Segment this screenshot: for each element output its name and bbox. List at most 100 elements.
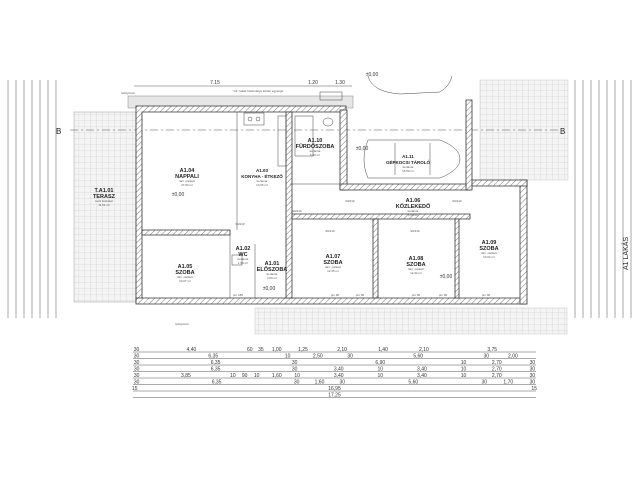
front-paving bbox=[254, 307, 568, 335]
dimension-value: 90 bbox=[242, 373, 248, 379]
dimension-value: 4,40 bbox=[187, 347, 197, 353]
dimension-value: 3,40 bbox=[334, 373, 344, 379]
dimension-value: 30 bbox=[530, 373, 536, 379]
gutter-label-bottom: lefolyócső bbox=[175, 322, 189, 326]
dimension-value: 35 bbox=[258, 347, 264, 353]
dimension-value: 3,40 bbox=[334, 367, 344, 373]
room-area: 5,90 m² bbox=[310, 153, 320, 157]
room-area: 11,51 m² bbox=[98, 203, 110, 207]
dimension-value: 6,35 bbox=[208, 354, 218, 360]
dimension-value: 10 bbox=[254, 373, 260, 379]
room-id: A1.04 bbox=[180, 168, 196, 174]
room-floor: lam. parkett bbox=[408, 267, 424, 271]
dimension-value: 6,35 bbox=[212, 380, 222, 386]
dimension-value: 1,25 bbox=[298, 347, 308, 353]
dimension-value: 6,90 bbox=[375, 360, 385, 366]
room-floor: lam. parkett bbox=[481, 251, 497, 255]
room-area: 5,56 m² bbox=[408, 213, 418, 217]
top-dim-3: 1.30 bbox=[335, 80, 345, 86]
dimension-value: 60 bbox=[247, 347, 253, 353]
heat-pump-note: "A1" lakás hőszivattyú kültéri egysége bbox=[233, 89, 284, 93]
dimension-value: 2,10 bbox=[337, 347, 347, 353]
dimension-value: 1,70 bbox=[503, 380, 513, 386]
window-label: pm 90 bbox=[439, 293, 448, 297]
room-floor: kerámia bbox=[238, 257, 249, 261]
room-floor: lam. parkett bbox=[177, 275, 193, 279]
dimension-value: 2,10 bbox=[419, 347, 429, 353]
room-id: A1.02 bbox=[236, 246, 251, 252]
room-floor: lam. parkett bbox=[179, 179, 195, 183]
dimension-value: 30 bbox=[134, 354, 140, 360]
terrace-paving bbox=[73, 111, 137, 303]
room-area: 13,64 m² bbox=[483, 255, 495, 259]
top-dim-2: 1.20 bbox=[308, 80, 318, 86]
level-mark: ±0,00 bbox=[356, 146, 369, 152]
dimension-value: 30 bbox=[530, 367, 536, 373]
level-mark: ±0,00 bbox=[172, 192, 185, 198]
room-name: KONYHA - ÉTKEZŐ bbox=[241, 172, 283, 179]
window-label: pm 180 bbox=[233, 293, 243, 297]
room-area: 3,66 m² bbox=[267, 276, 277, 280]
door-label: 90/210 bbox=[410, 229, 420, 233]
room-area: 10,06 m² bbox=[256, 183, 268, 187]
room-id: A1.03 bbox=[256, 168, 269, 173]
dimension-value: 10 bbox=[461, 367, 467, 373]
car-icon bbox=[363, 139, 461, 179]
room-area: 27,53 m² bbox=[181, 183, 193, 187]
dimension-value: 30 bbox=[482, 380, 488, 386]
level-marks: ±0,00±0,00±0,00±0,00±0,00 bbox=[172, 72, 453, 292]
room-id: A1.06 bbox=[406, 198, 421, 204]
dimension-value: 5,60 bbox=[413, 354, 423, 360]
room-id: A1.11 bbox=[402, 154, 414, 159]
dimension-value: 3,40 bbox=[417, 367, 427, 373]
dimension-value: 30 bbox=[484, 354, 490, 360]
dimension-value: 15 bbox=[132, 386, 138, 392]
room-name: SZOBA bbox=[175, 270, 194, 276]
gutter-label: lefolyócső bbox=[121, 91, 135, 95]
dimension-value: 1,00 bbox=[272, 347, 282, 353]
window-label: pm 90 bbox=[356, 293, 365, 297]
dimension-value: 30 bbox=[134, 367, 140, 373]
room-area: 1,59 m² bbox=[238, 261, 248, 265]
dimension-value: 5,60 bbox=[408, 380, 418, 386]
door-label: 90/210 bbox=[325, 229, 335, 233]
room-name: SZOBA bbox=[406, 262, 425, 268]
dimension-value: 30 bbox=[134, 380, 140, 386]
walls bbox=[135, 99, 528, 305]
window-label: pm 90 bbox=[482, 293, 491, 297]
dimension-value: 10 bbox=[378, 373, 384, 379]
room-name: KÖZLEKEDŐ bbox=[396, 203, 431, 210]
dimension-value: 30 bbox=[347, 354, 353, 360]
dimension-value: 17,25 bbox=[328, 393, 341, 399]
room-name: GÉPKOCSI TÁROLÓ bbox=[386, 158, 431, 165]
dimension-value: 1,40 bbox=[378, 347, 388, 353]
dimension-value: 30 bbox=[530, 360, 536, 366]
dimension-value: 2,70 bbox=[492, 373, 502, 379]
room-id: A1.08 bbox=[409, 256, 424, 262]
room-name: FÜRDŐSZOBA bbox=[296, 143, 335, 150]
door-label: 90/210 bbox=[452, 199, 462, 203]
door-label: 90/210 bbox=[345, 199, 355, 203]
window-label: pm 90 bbox=[331, 293, 340, 297]
room-id: A1.09 bbox=[482, 240, 497, 246]
level-mark: ±0,00 bbox=[440, 274, 453, 280]
room-floor: kerámia bbox=[403, 165, 414, 169]
room-id: A1.10 bbox=[308, 138, 323, 144]
dimension-value: 15 bbox=[531, 386, 537, 392]
dimension-value: 3,40 bbox=[417, 373, 427, 379]
dimension-value: 30 bbox=[292, 360, 298, 366]
fixtures bbox=[231, 112, 334, 266]
room-id: T.A1.01 bbox=[95, 188, 114, 194]
top-dim-1: 7.15 bbox=[210, 80, 220, 86]
level-mark: ±0,00 bbox=[263, 286, 276, 292]
section-mark-right: B bbox=[560, 127, 565, 136]
dimension-value: 30 bbox=[530, 380, 536, 386]
dimension-value: 30 bbox=[340, 380, 346, 386]
dimension-value: 10 bbox=[285, 354, 291, 360]
top-dimension: 7.15 1.20 1.30 "A1" lakás hőszivattyú kü… bbox=[121, 80, 352, 326]
dimension-value: 30 bbox=[134, 347, 140, 353]
room-name: ELŐSZOBA bbox=[257, 266, 288, 273]
